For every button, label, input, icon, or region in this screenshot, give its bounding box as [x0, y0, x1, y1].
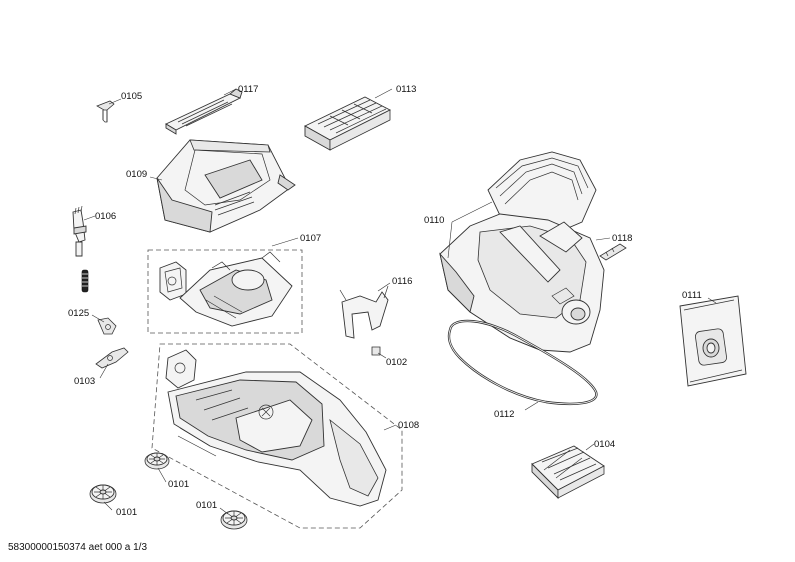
- part-0117-grille[interactable]: [165, 88, 243, 135]
- part-0101-wheel-c[interactable]: [220, 510, 248, 530]
- label-0106: 0106: [95, 211, 116, 222]
- leader-0104: [585, 443, 595, 451]
- part-0112-gasket[interactable]: [447, 319, 598, 406]
- label-0118: 0118: [612, 233, 632, 244]
- leader-0109: [149, 176, 163, 181]
- leader-0101b: [103, 501, 113, 511]
- part-0118-pin[interactable]: [599, 243, 627, 261]
- group-0108-outline: [151, 343, 403, 529]
- leader-0117: [223, 88, 237, 96]
- part-0101-wheel-a[interactable]: [144, 452, 170, 470]
- label-0110: 0110: [424, 215, 444, 226]
- leader-0110: [451, 201, 493, 223]
- part-0105-clip[interactable]: [96, 100, 115, 123]
- leader-0106: [83, 215, 96, 221]
- label-0107: 0107: [300, 233, 321, 244]
- part-0108-base-chassis[interactable]: [165, 349, 387, 507]
- label-0102: 0102: [386, 357, 407, 368]
- label-0101a: 0101: [168, 479, 189, 490]
- spring-icon: [81, 269, 89, 293]
- part-0107-inner-frame[interactable]: [159, 251, 293, 327]
- label-0125: 0125: [68, 308, 89, 319]
- leader-0113: [374, 88, 393, 99]
- leader-0125: [91, 314, 105, 323]
- group-0107-outline: [147, 249, 303, 334]
- part-0104-motor-filter[interactable]: [531, 445, 605, 500]
- part-0116-bracket[interactable]: [339, 285, 389, 339]
- label-0116: 0116: [392, 276, 412, 287]
- part-0113-filter[interactable]: [304, 96, 391, 151]
- label-0112: 0112: [494, 409, 514, 420]
- part-0110-main-housing[interactable]: [439, 151, 605, 353]
- leader-0111: [707, 297, 717, 304]
- label-0104: 0104: [594, 439, 615, 450]
- leader-0118: [595, 237, 611, 241]
- leader-0107: [271, 237, 299, 247]
- part-0103-lever[interactable]: [95, 347, 129, 369]
- leader-0101c: [219, 507, 229, 515]
- leader-0103: [99, 363, 109, 379]
- part-0101-wheel-b[interactable]: [89, 484, 117, 504]
- leader-0101a: [157, 467, 167, 483]
- label-0101b: 0101: [116, 507, 137, 518]
- footer-document-code: 58300000150374 aet 000 a 1/3: [8, 542, 148, 553]
- leader-0105: [108, 98, 122, 105]
- part-0111-dust-bag[interactable]: [679, 295, 747, 387]
- label-0113: 0113: [396, 84, 416, 95]
- part-0109-upper-housing[interactable]: [156, 139, 296, 233]
- label-0101c: 0101: [196, 500, 217, 511]
- leader-0116: [377, 282, 391, 292]
- part-0106-handle[interactable]: [72, 205, 87, 257]
- label-0108: 0108: [398, 420, 419, 431]
- label-0117: 0117: [238, 84, 258, 95]
- leader-0112: [524, 401, 539, 411]
- leader-0108: [383, 424, 397, 431]
- leader-0110b: [447, 221, 453, 259]
- part-0125-latch[interactable]: [97, 317, 117, 335]
- leader-0102: [377, 352, 387, 359]
- label-0105: 0105: [121, 91, 142, 102]
- label-0109: 0109: [126, 169, 147, 180]
- label-0111: 0111: [682, 290, 702, 301]
- label-0103: 0103: [74, 376, 95, 387]
